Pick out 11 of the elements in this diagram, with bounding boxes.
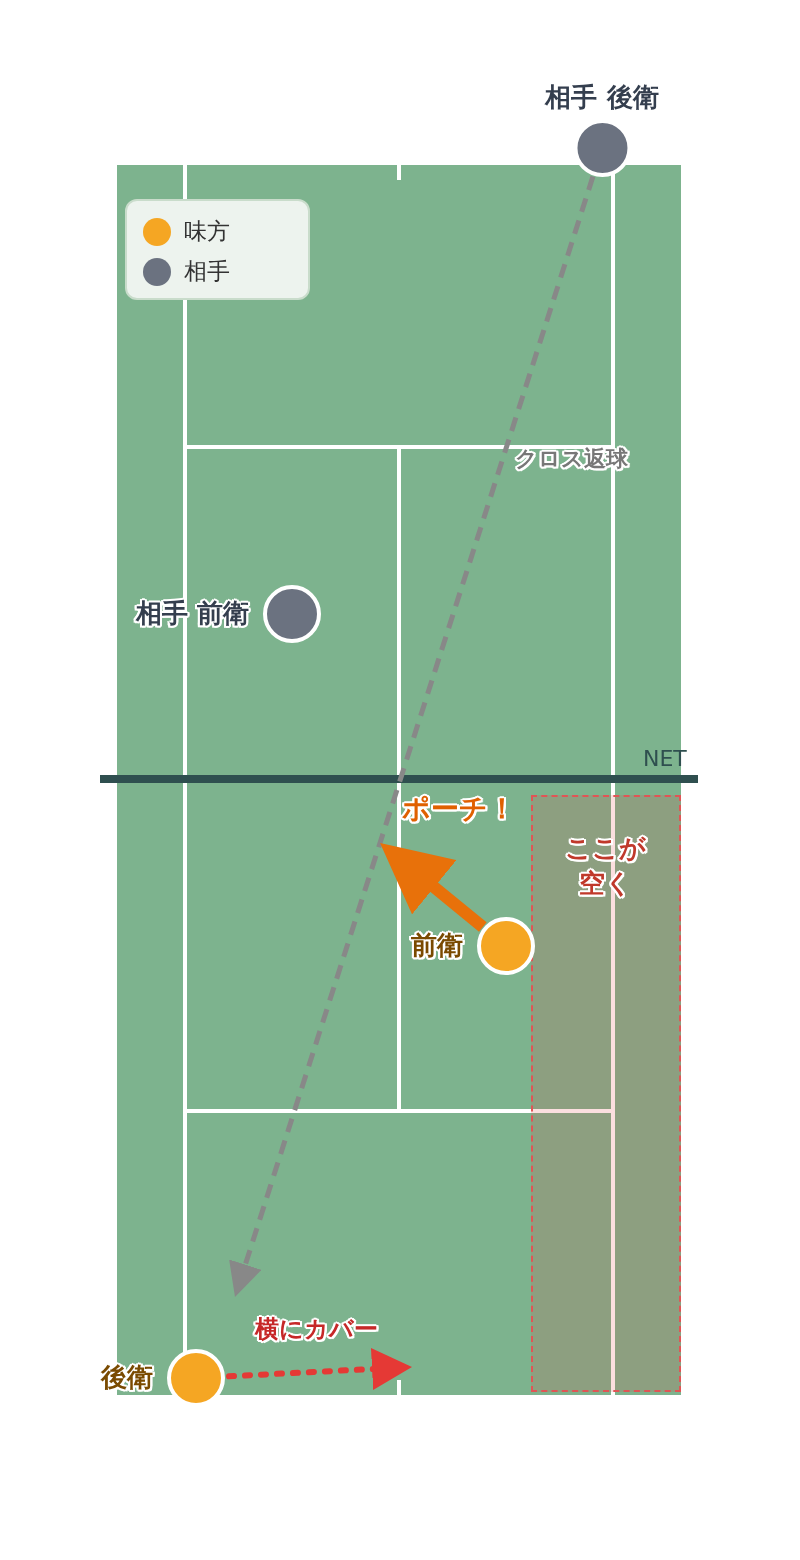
open-area-zone xyxy=(531,795,681,1392)
player-label: 相手 後衛 xyxy=(545,81,659,113)
edge-label: ポーチ！ xyxy=(402,792,516,826)
player-label: 前衛 xyxy=(411,930,463,962)
arrow xyxy=(229,175,596,1297)
legend-label: 相手 xyxy=(184,258,230,286)
legend-label: 味方 xyxy=(184,218,230,246)
arrow xyxy=(226,1348,412,1390)
edge-label: 横にカバー xyxy=(255,1315,378,1344)
player-label: 後衛 xyxy=(101,1362,153,1394)
arrow xyxy=(380,842,487,932)
